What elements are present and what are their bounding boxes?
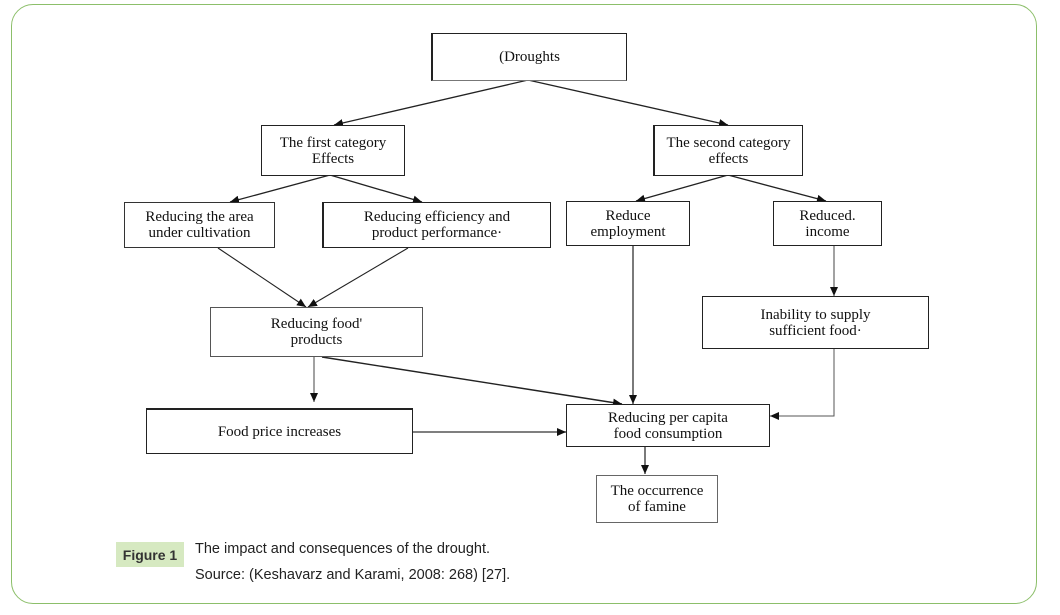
node-inability-supply-food: Inability to supply sufficient food· <box>702 296 929 349</box>
edge-inability-consumption <box>770 349 835 420</box>
figure-caption: The impact and consequences of the droug… <box>195 541 491 557</box>
node-droughts: (Droughts <box>431 33 627 81</box>
node-reducing-per-capita-consumption: Reducing per capita food consumption <box>566 404 770 447</box>
edge-efficiency-food <box>307 247 409 308</box>
edge-second-income <box>727 174 827 203</box>
node-food-price-increases: Food price increases <box>146 408 413 454</box>
figure-frame <box>11 4 1037 604</box>
node-second-category-effects: The second category effects <box>653 125 803 176</box>
figure-source: Source: (Keshavarz and Karami, 2008: 268… <box>195 567 511 583</box>
node-first-category-effects: The first category Effects <box>261 125 405 176</box>
edge-second-employment <box>635 174 729 203</box>
node-reducing-food-products: Reducing food' products <box>210 307 423 357</box>
node-occurrence-of-famine: The occurrence of famine <box>596 475 718 523</box>
figure-label: Figure 1 <box>116 542 184 567</box>
edge-area-food <box>217 247 307 308</box>
node-reducing-efficiency: Reducing efficiency and product performa… <box>322 202 551 248</box>
node-reducing-area: Reducing the area under cultivation <box>124 202 275 248</box>
node-reduce-employment: Reduce employment <box>566 201 690 246</box>
edge-food-consumption <box>321 356 623 407</box>
edge-droughts-first <box>333 79 529 127</box>
edge-first-efficiency <box>329 174 423 204</box>
edge-first-area <box>229 174 331 204</box>
edge-droughts-second <box>527 79 729 127</box>
node-reduced-income: Reduced. income <box>773 201 882 246</box>
